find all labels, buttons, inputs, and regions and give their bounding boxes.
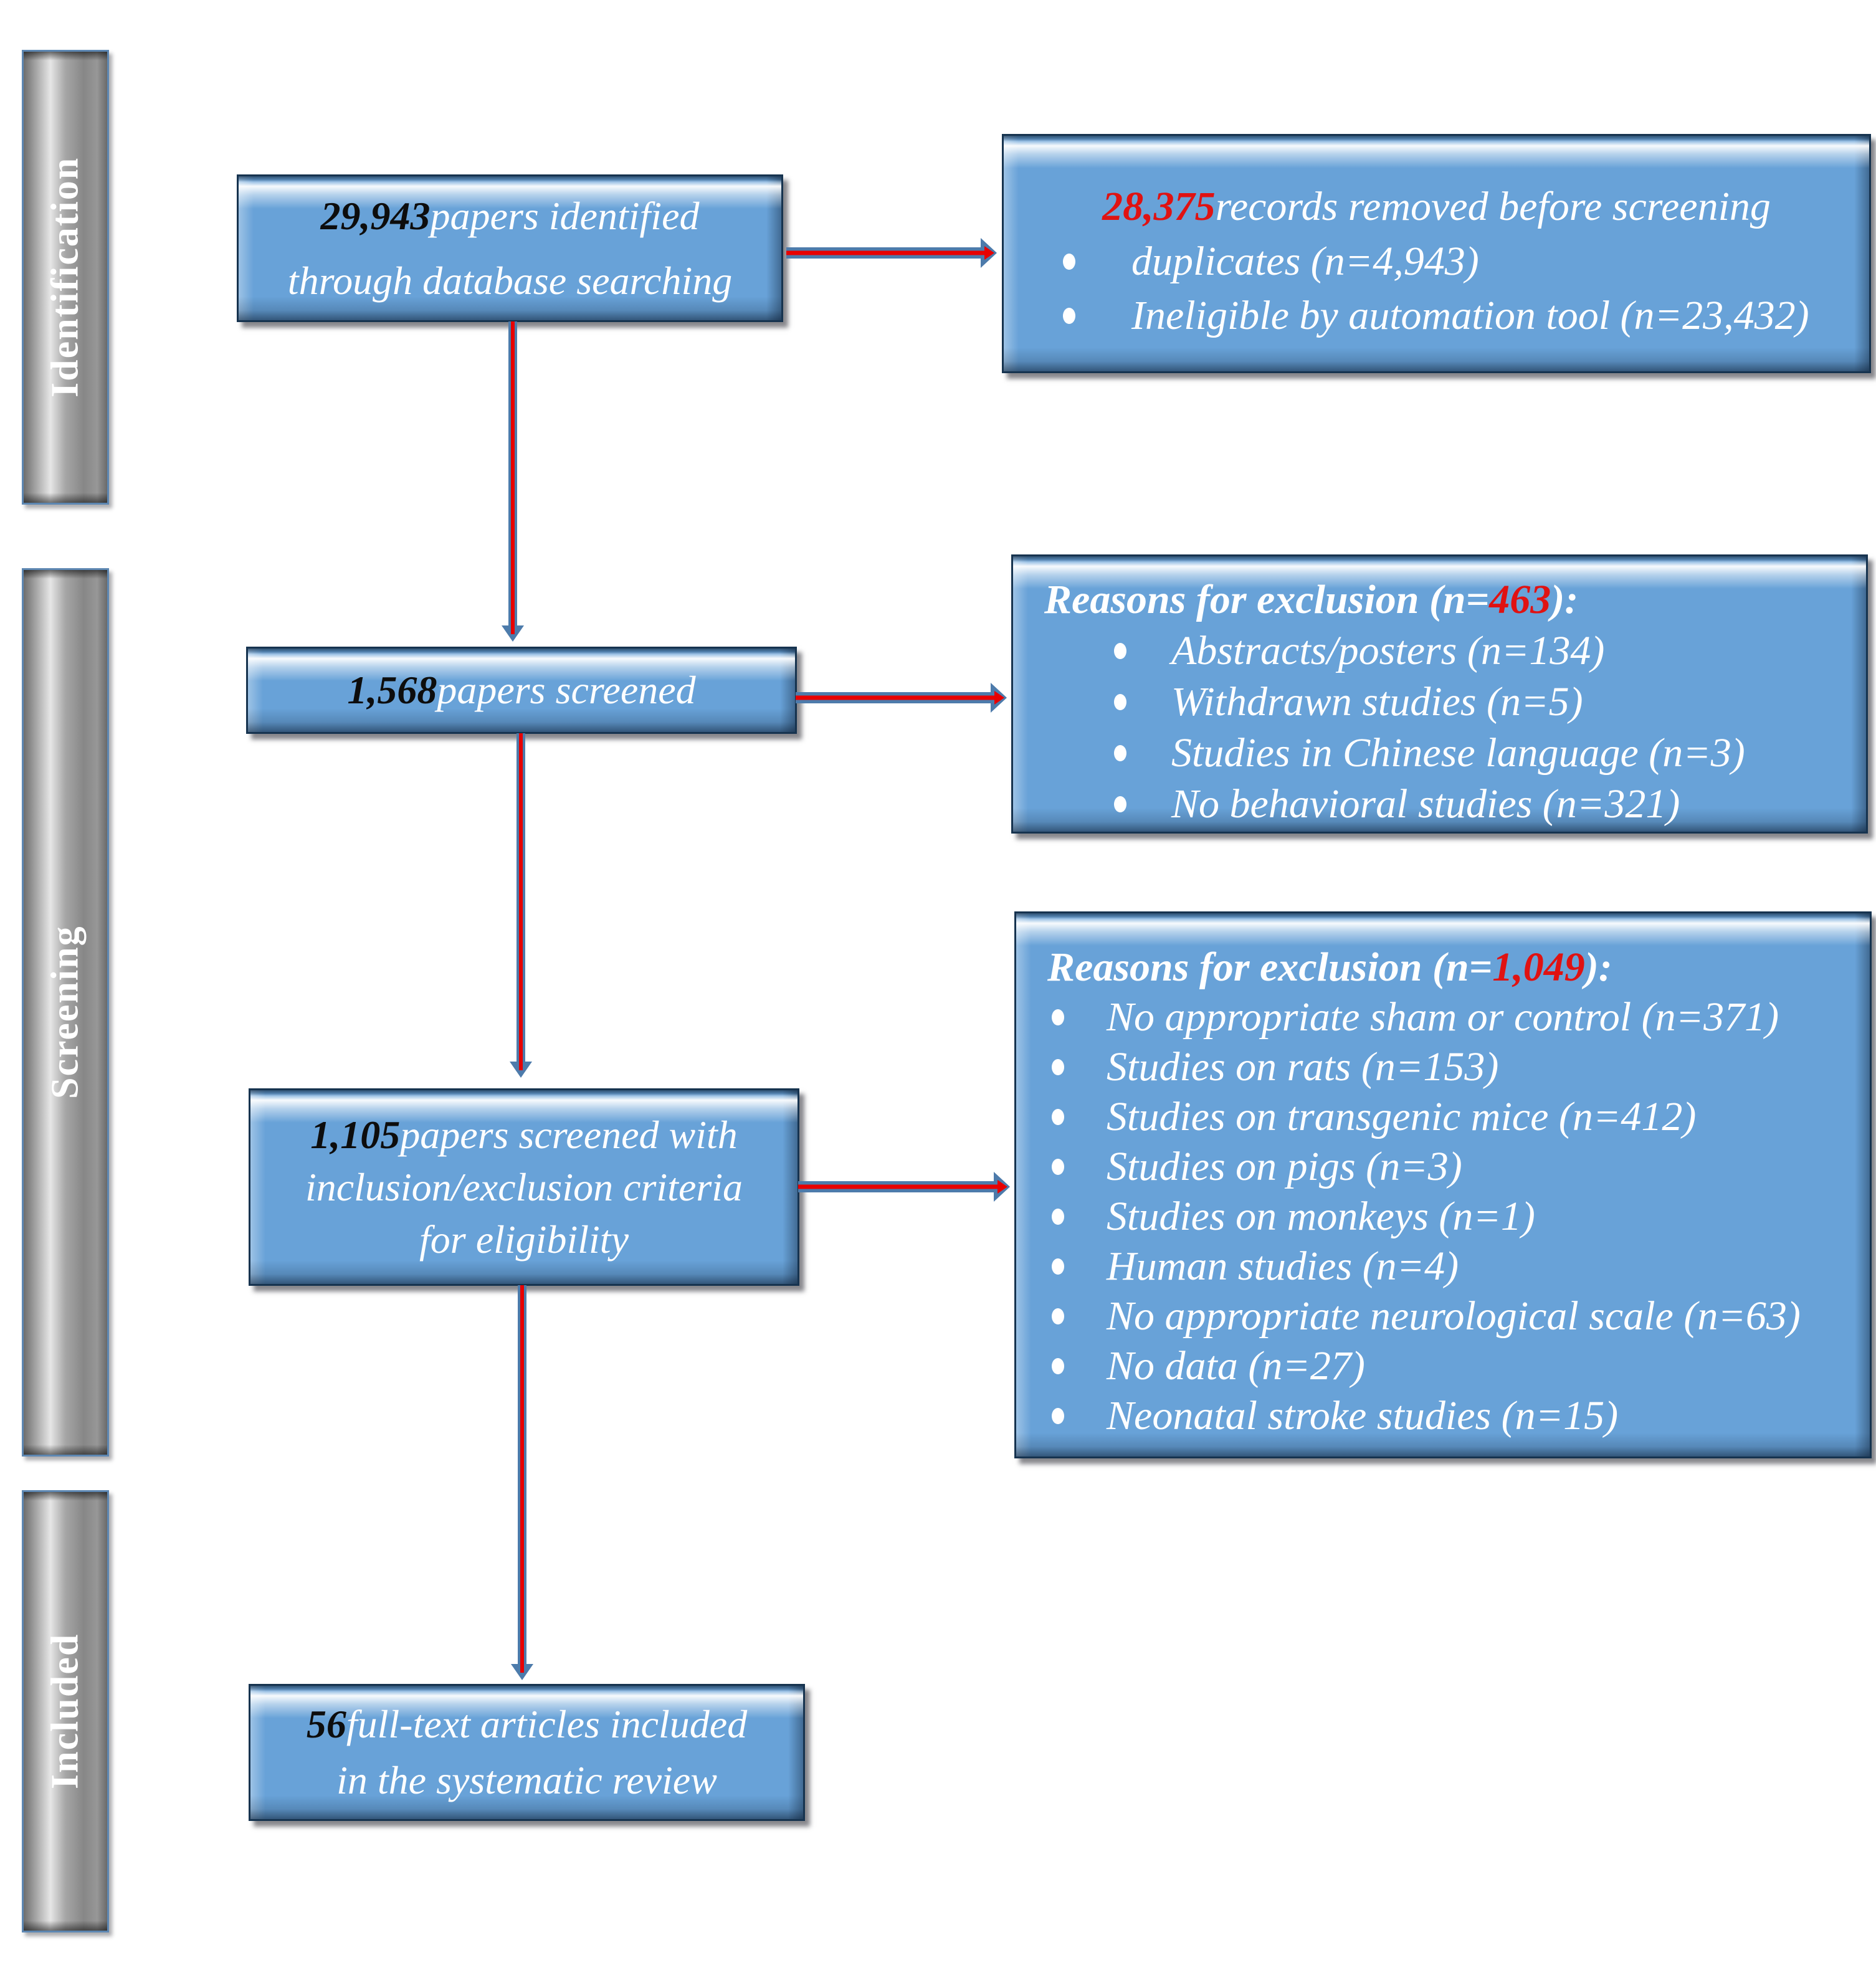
box-removed-content: 28,375 records removed before screening … <box>1004 136 1869 343</box>
box-papers-identified: 29,943 papers identified through databas… <box>237 174 783 322</box>
count-screened: 1,568 <box>347 668 437 712</box>
box-papers-identified-text: 29,943 papers identified through databas… <box>239 176 781 320</box>
bullet-ineligible-automation: Ineligible by automation tool (n=23,432) <box>1004 288 1869 343</box>
arrow-eligibility-to-included <box>511 1285 533 1680</box>
bullet-text: Abstracts/posters (n=134) <box>1171 628 1605 673</box>
title-suffix: ): <box>1584 944 1612 990</box>
box-exclusion-screening-content: Reasons for exclusion (n=463): Abstracts… <box>1013 556 1866 830</box>
bullet-text: No data (n=27) <box>1107 1343 1365 1389</box>
bullet-studies-pigs: Studies on pigs (n=3) <box>1016 1142 1870 1192</box>
bullet-text: No behavioral studies (n=321) <box>1171 781 1680 827</box>
text-line: 1,568 papers screened <box>248 659 795 721</box>
text-line: for eligibility <box>250 1214 798 1266</box>
box-papers-screened-text: 1,568 papers screened <box>248 649 795 732</box>
bullet-chinese-language: Studies in Chinese language (n=3) <box>1013 728 1866 779</box>
count-identified: 29,943 <box>320 193 431 238</box>
text-identified-line1: papers identified <box>430 193 700 238</box>
box-included-review: 56 full-text articles included in the sy… <box>249 1684 805 1821</box>
box-exclusion-eligibility: Reasons for exclusion (n=1,049): No appr… <box>1014 911 1872 1458</box>
stage-bar-screening: Screening <box>22 568 109 1457</box>
stage-label-screening: Screening <box>44 925 87 1100</box>
text-line: 1,105 papers screened with <box>250 1109 798 1161</box>
arrow-eligibility-to-exclusion <box>798 1172 1010 1202</box>
bullet-human-studies: Human studies (n=4) <box>1016 1242 1870 1291</box>
box-included-review-text: 56 full-text articles included in the sy… <box>250 1686 803 1819</box>
stage-label-included: Included <box>44 1633 87 1790</box>
count-removed: 28,375 <box>1102 184 1216 229</box>
text-eligibility-line2: inclusion/exclusion criteria <box>305 1164 743 1209</box>
arrow-identified-to-removed <box>786 238 997 268</box>
exclusion-screening-title: Reasons for exclusion (n=463): <box>1013 574 1866 625</box>
count-excluded-eligibility: 1,049 <box>1492 944 1585 990</box>
bullet-neonatal-stroke: Neonatal stroke studies (n=15) <box>1016 1391 1870 1441</box>
box-exclusion-eligibility-content: Reasons for exclusion (n=1,049): No appr… <box>1016 913 1870 1441</box>
bullet-text: Studies on transgenic mice (n=412) <box>1107 1094 1697 1139</box>
text-eligibility-line3: for eligibility <box>419 1217 629 1262</box>
bullet-duplicates-text: duplicates (n=4,943) <box>1131 238 1479 284</box>
stage-bar-identification: Identification <box>22 50 109 505</box>
bullet-text: No appropriate neurological scale (n=63) <box>1107 1293 1801 1339</box>
bullet-text: Human studies (n=4) <box>1107 1243 1459 1289</box>
text-included-line2: in the systematic review <box>336 1758 717 1802</box>
stage-label-identification: Identification <box>44 156 87 398</box>
text-removed-title: records removed before screening <box>1215 184 1771 229</box>
text-identified-line2: through database searching <box>287 258 733 303</box>
text-line: in the systematic review <box>250 1752 803 1809</box>
text-line: inclusion/exclusion criteria <box>250 1161 798 1214</box>
box-papers-screened: 1,568 papers screened <box>246 647 797 734</box>
text-line: 56 full-text articles included <box>250 1696 803 1752</box>
count-included: 56 <box>306 1702 346 1746</box>
text-line: 29,943 papers identified <box>239 184 781 249</box>
bullet-withdrawn-studies: Withdrawn studies (n=5) <box>1013 677 1866 728</box>
count-eligibility: 1,105 <box>310 1112 401 1157</box>
text-screened: papers screened <box>437 668 696 712</box>
bullet-duplicates: duplicates (n=4,943) <box>1004 234 1869 288</box>
bullet-text: Studies in Chinese language (n=3) <box>1171 730 1745 776</box>
text-line: through database searching <box>239 249 781 313</box>
box-exclusion-screening: Reasons for exclusion (n=463): Abstracts… <box>1011 554 1868 834</box>
box-removed-before-screening: 28,375 records removed before screening … <box>1002 134 1871 373</box>
title-prefix: Reasons for exclusion (n= <box>1047 944 1493 990</box>
arrow-screened-to-exclusion <box>796 683 1007 713</box>
bullet-text: Withdrawn studies (n=5) <box>1171 679 1583 725</box>
text-line: 28,375 records removed before screening <box>1004 179 1869 234</box>
box-eligibility-screening: 1,105 papers screened with inclusion/exc… <box>249 1088 799 1286</box>
stage-bar-included: Included <box>22 1490 109 1932</box>
bullet-transgenic-mice: Studies on transgenic mice (n=412) <box>1016 1092 1870 1142</box>
count-excluded-screening: 463 <box>1489 577 1551 622</box>
bullet-no-sham-control: No appropriate sham or control (n=371) <box>1016 992 1870 1042</box>
bullet-no-neurological-scale: No appropriate neurological scale (n=63) <box>1016 1291 1870 1341</box>
text-eligibility-line1: papers screened with <box>400 1112 738 1157</box>
arrow-screened-to-eligibility <box>510 733 532 1078</box>
bullet-abstracts-posters: Abstracts/posters (n=134) <box>1013 625 1866 677</box>
box-eligibility-screening-text: 1,105 papers screened with inclusion/exc… <box>250 1090 798 1284</box>
bullet-no-data: No data (n=27) <box>1016 1341 1870 1391</box>
title-suffix: ): <box>1551 577 1579 622</box>
bullet-text: Neonatal stroke studies (n=15) <box>1107 1393 1619 1438</box>
text-included-line1: full-text articles included <box>346 1702 748 1746</box>
bullet-studies-rats: Studies on rats (n=153) <box>1016 1042 1870 1092</box>
title-prefix: Reasons for exclusion (n= <box>1044 577 1490 622</box>
bullet-text: No appropriate sham or control (n=371) <box>1107 994 1779 1040</box>
arrow-identified-to-screened <box>502 321 524 642</box>
bullet-text: Studies on rats (n=153) <box>1107 1044 1499 1090</box>
bullet-studies-monkeys: Studies on monkeys (n=1) <box>1016 1192 1870 1242</box>
bullet-no-behavioral: No behavioral studies (n=321) <box>1013 779 1866 830</box>
bullet-ineligible-automation-text: Ineligible by automation tool (n=23,432) <box>1131 292 1809 338</box>
bullet-text: Studies on pigs (n=3) <box>1107 1144 1462 1189</box>
exclusion-eligibility-title: Reasons for exclusion (n=1,049): <box>1016 943 1870 992</box>
bullet-text: Studies on monkeys (n=1) <box>1107 1194 1535 1239</box>
